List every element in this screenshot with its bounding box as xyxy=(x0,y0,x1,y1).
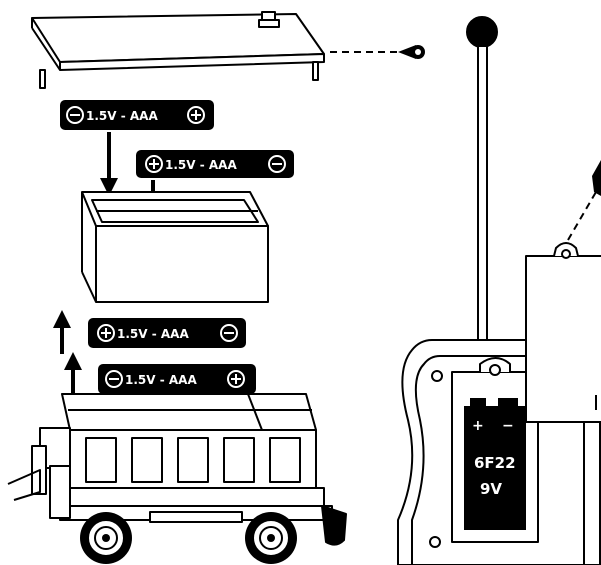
nine-volt-battery: + − 6F22 9V xyxy=(464,398,526,530)
nine-volt-model-label: 6F22 xyxy=(474,454,516,472)
nine-volt-minus-label: − xyxy=(502,418,514,434)
aaa-battery-top-left-label: 1.5V - AAA xyxy=(86,109,158,123)
aaa-battery-lower-2-label: 1.5V - AAA xyxy=(125,373,197,387)
remote-battery-cover xyxy=(526,243,601,422)
aaa-battery-lower-1-label: 1.5V - AAA xyxy=(117,327,189,341)
aaa-battery-top-right-label: 1.5V - AAA xyxy=(165,158,237,172)
aaa-battery-top-right: 1.5V - AAA xyxy=(136,150,294,178)
cover-screw-icon xyxy=(398,45,425,59)
remote-screw-icon xyxy=(592,160,601,196)
remote-antenna xyxy=(467,17,497,342)
nine-volt-voltage-label: 9V xyxy=(480,480,502,498)
battery-holder-box xyxy=(82,192,268,302)
wagon-wheel-rear xyxy=(245,512,297,564)
wagon-wheel-front xyxy=(80,512,132,564)
insert-arrow-down-left xyxy=(100,132,118,196)
insert-arrow-up-right xyxy=(64,352,82,394)
aaa-battery-lower-2: 1.5V - AAA xyxy=(98,364,256,394)
toy-wagon xyxy=(8,394,346,545)
remote-screw-guide-line xyxy=(568,192,596,240)
battery-cover xyxy=(32,12,324,88)
aaa-battery-top-left: 1.5V - AAA xyxy=(60,100,214,130)
nine-volt-plus-label: + xyxy=(472,418,484,434)
insert-arrow-up-left xyxy=(53,310,71,354)
aaa-battery-lower-1: 1.5V - AAA xyxy=(88,318,246,348)
